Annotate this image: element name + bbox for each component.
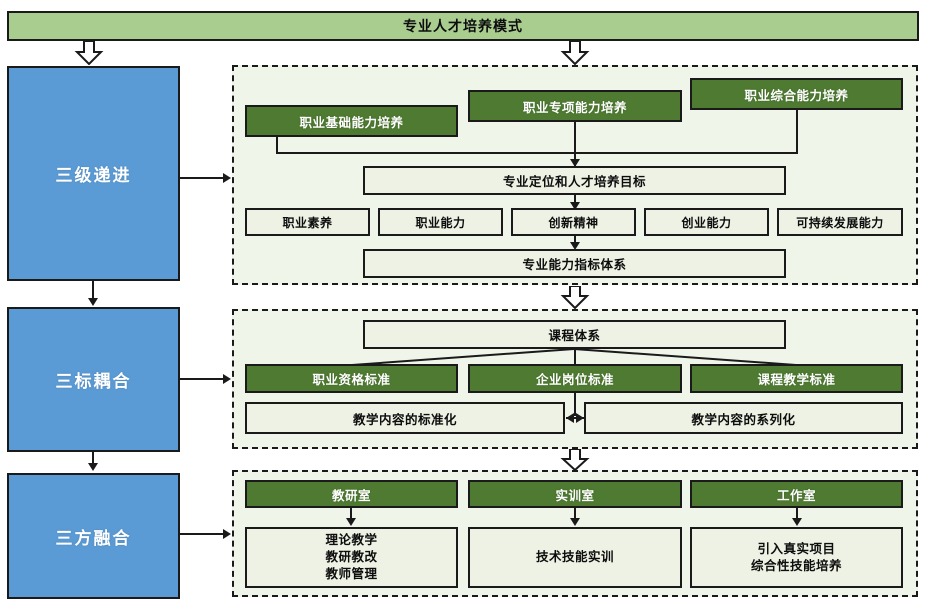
connector-room2-down	[574, 508, 576, 520]
standard-box-3[interactable]: 课程教学标准	[690, 364, 903, 393]
connector-goal-down	[574, 195, 576, 204]
competency-box-4[interactable]: 创业能力	[644, 208, 769, 236]
ladder-box-2[interactable]: 职业专项能力培养	[468, 90, 682, 122]
room-detail-box-1[interactable]: 理论教学 教研教改 教师管理	[245, 527, 458, 588]
arrowhead-panel1	[223, 173, 231, 183]
arrowhead-panel2	[223, 374, 231, 384]
room-detail-box-2[interactable]: 技术技能实训	[468, 527, 682, 588]
pillar-box-2[interactable]: 三标耦合	[7, 307, 180, 452]
goal-box[interactable]: 专业定位和人才培养目标	[363, 166, 786, 195]
connector-curriculum-down	[574, 349, 576, 365]
competency-box-2[interactable]: 职业能力	[378, 208, 503, 236]
room1-detail-line-1: 理论教学	[325, 533, 378, 548]
connector-ladder2-down	[574, 122, 576, 166]
room3-detail-line-2: 综合性技能培养	[750, 558, 842, 573]
block-arrow-title-to-panel	[560, 41, 590, 65]
ladder-box-1[interactable]: 职业基础能力培养	[245, 105, 458, 137]
block-arrow-panel2-to-panel3	[560, 449, 590, 471]
room-detail-box-3[interactable]: 引入真实项目 综合性技能培养	[690, 527, 903, 588]
arrowhead-goal	[570, 159, 580, 167]
connector-pillar1-panel1	[180, 177, 224, 179]
arrowhead-room3-detail	[792, 518, 802, 526]
pillar-box-3[interactable]: 三方融合	[7, 473, 180, 599]
arrowhead-index-system	[570, 242, 580, 250]
connector-room1-down	[350, 508, 352, 520]
block-arrow-title-to-pillar	[74, 41, 104, 65]
connector-pillar2-pillar3	[92, 452, 94, 464]
connector-ladder-merge	[276, 152, 798, 154]
arrowhead-room1-detail	[346, 518, 356, 526]
room-box-2[interactable]: 实训室	[468, 480, 682, 508]
connector-pillar2-panel2	[180, 378, 224, 380]
competency-box-1[interactable]: 职业素养	[245, 208, 370, 236]
connector-outcomes-double	[566, 417, 584, 419]
diagram-title: 专业人才培养模式	[7, 11, 919, 41]
room-box-3[interactable]: 工作室	[690, 480, 903, 508]
arrowhead-room2-detail	[570, 518, 580, 526]
connector-standard2-down	[574, 393, 576, 416]
connector-ladder3-down	[796, 110, 798, 153]
room-box-1[interactable]: 教研室	[245, 480, 458, 508]
connector-ladder1-down	[276, 137, 278, 153]
arrowhead-pillar2	[88, 298, 98, 306]
standard-box-1[interactable]: 职业资格标准	[245, 364, 458, 393]
outcome-box-1[interactable]: 教学内容的标准化	[245, 402, 565, 434]
outcome-box-2[interactable]: 教学内容的系列化	[584, 402, 903, 434]
standard-box-2[interactable]: 企业岗位标准	[468, 364, 682, 393]
curriculum-box[interactable]: 课程体系	[363, 320, 786, 349]
connector-competency-down	[574, 236, 576, 244]
room1-detail-line-3: 教师管理	[325, 566, 378, 581]
arrowhead-pillar3	[88, 463, 98, 471]
block-arrow-panel1-to-panel2	[560, 286, 590, 309]
index-system-box[interactable]: 专业能力指标体系	[363, 249, 786, 278]
ladder-box-3[interactable]: 职业综合能力培养	[690, 78, 903, 110]
connector-room3-down	[796, 508, 798, 520]
connector-pillar1-pillar2	[92, 281, 94, 299]
room2-detail-line-1: 技术技能实训	[535, 550, 614, 565]
connector-pillar3-panel3	[180, 533, 224, 535]
arrowhead-outcome-left	[566, 413, 574, 423]
room1-detail-line-2: 教研教改	[325, 550, 378, 565]
pillar-box-1[interactable]: 三级递进	[7, 66, 180, 281]
competency-box-3[interactable]: 创新精神	[511, 208, 636, 236]
competency-box-5[interactable]: 可持续发展能力	[777, 208, 903, 236]
arrowhead-outcome-right	[576, 413, 584, 423]
arrowhead-competency	[570, 202, 580, 210]
room3-detail-line-1: 引入真实项目	[757, 541, 836, 556]
arrowhead-panel3	[223, 529, 231, 539]
